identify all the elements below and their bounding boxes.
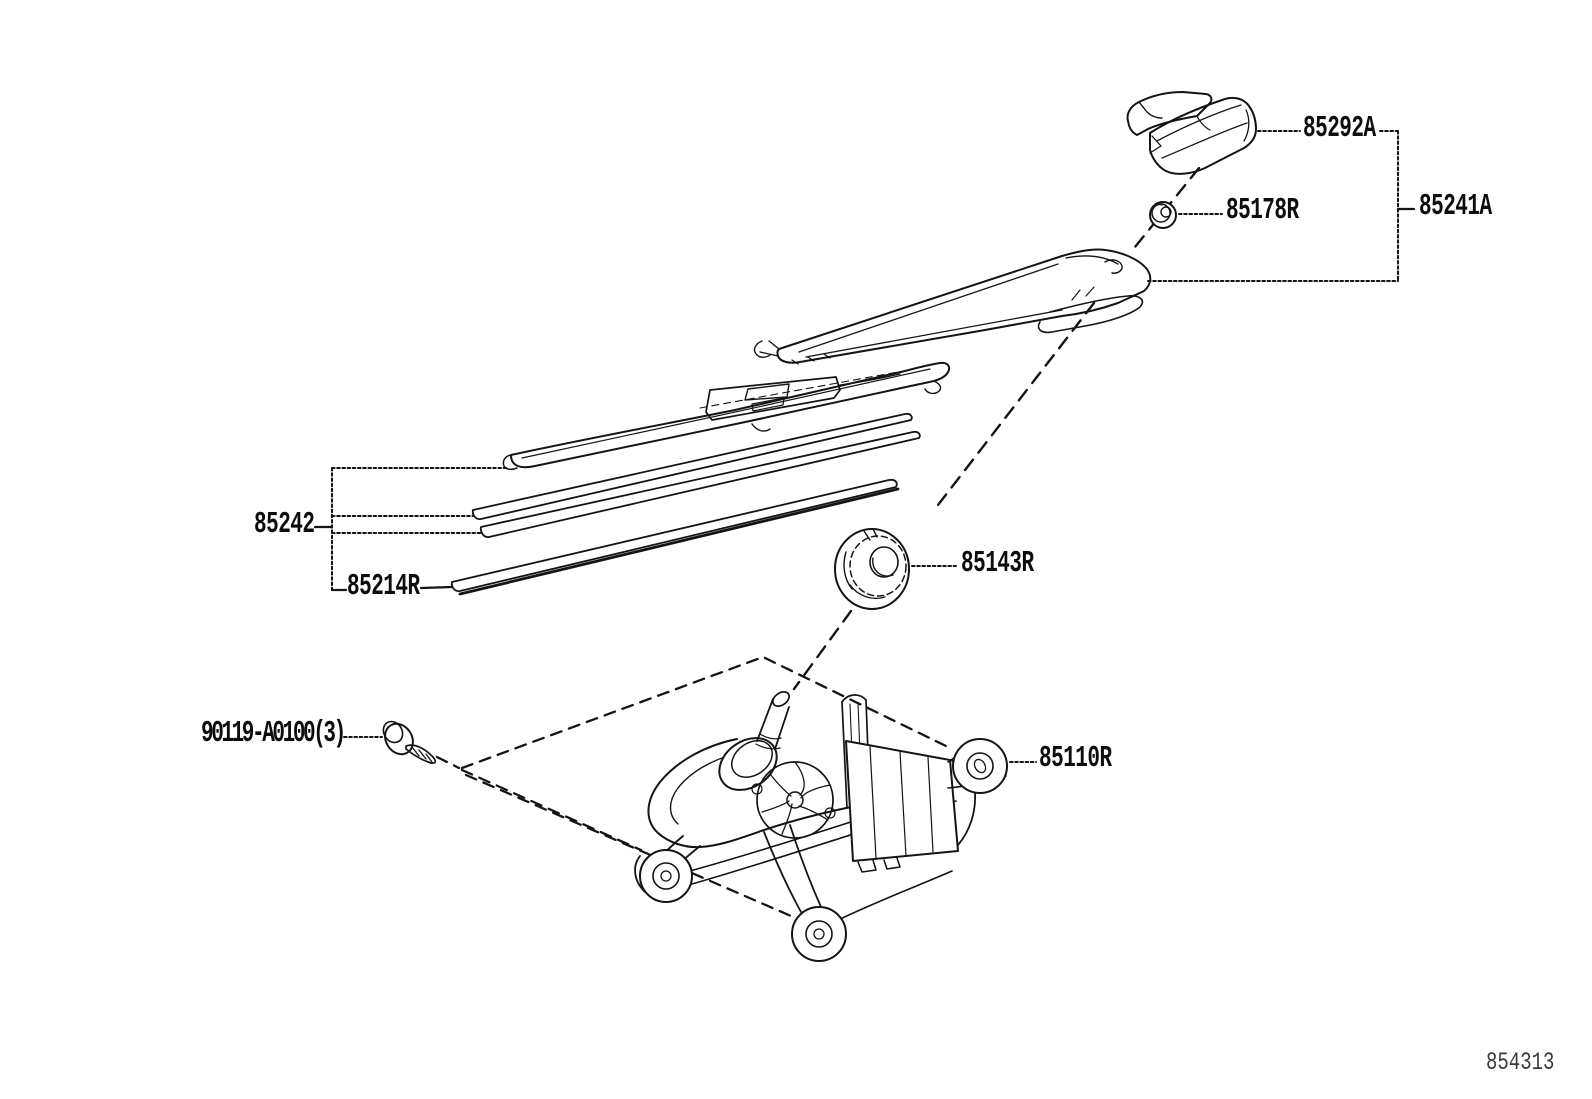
part-label-85214R: 85214R	[347, 570, 420, 604]
part-label-90119-A0100: 90119-A0100(3)	[201, 717, 346, 751]
part-label-85292A: 85292A	[1303, 112, 1376, 146]
diagram-number: 854313	[1486, 1048, 1555, 1077]
part-label-85143R: 85143R	[961, 547, 1034, 581]
screw-alignment-dashed-lines	[437, 657, 948, 916]
part-label-85178R: 85178R	[1226, 194, 1299, 228]
part-label-85241A: 85241A	[1419, 190, 1492, 224]
pivot-grommet-drawing	[835, 529, 909, 609]
mounting-screw-drawing	[379, 718, 435, 763]
wiper-arm-drawing	[755, 249, 1151, 364]
wiper-blade-drawing	[503, 363, 949, 469]
wiper-motor-drawing	[635, 689, 1007, 961]
leader-85214R-to-strip	[421, 587, 452, 588]
arm-head-cover-drawing	[1128, 92, 1256, 174]
pivot-nut-drawing	[1150, 202, 1176, 228]
part-label-85110R: 85110R	[1039, 742, 1112, 776]
leader-ticks	[315, 209, 1414, 590]
leader-lines	[332, 131, 1398, 762]
part-label-85242: 85242	[254, 508, 315, 542]
assembly-axis-lines	[794, 168, 1199, 689]
